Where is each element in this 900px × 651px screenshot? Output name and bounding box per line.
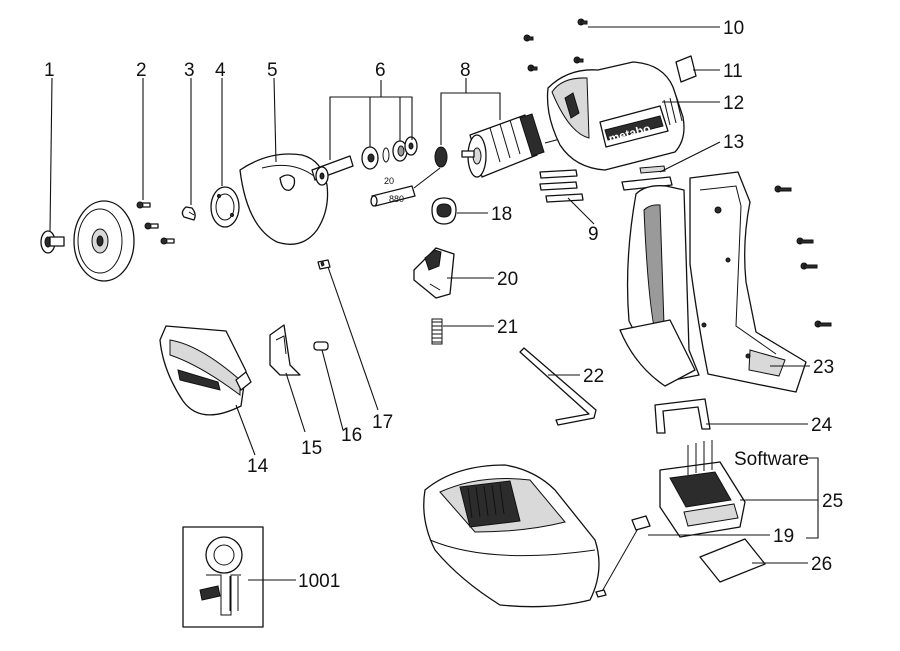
part-23-housing-right (689, 171, 807, 393)
leader-lines (49, 26, 819, 581)
callout-16: 16 (341, 425, 362, 446)
part-21-spring (431, 318, 443, 345)
marking-top: 20 (384, 176, 394, 186)
motor-housing-left (619, 185, 700, 387)
part-15-bracket (269, 324, 301, 376)
part-4-plate (210, 186, 240, 228)
part-2-screws (136, 201, 175, 245)
callout-8: 8 (460, 60, 471, 81)
part-1-flange-nut (40, 230, 65, 254)
callout-3: 3 (184, 60, 195, 81)
housing-screws (774, 185, 832, 328)
callout-20: 20 (497, 269, 518, 290)
part-19-wire-terminal (595, 515, 651, 598)
callout-1: 1 (44, 60, 55, 81)
part-12-gear-housing: metabo (546, 61, 685, 171)
callout-24: 24 (811, 415, 833, 436)
part-3-clip (181, 206, 196, 221)
part-11-label (675, 55, 697, 83)
callout-2: 2 (136, 60, 147, 81)
callout-12: 12 (723, 93, 744, 114)
software-label: Software (734, 449, 809, 470)
callout-22: 22 (583, 366, 604, 387)
callout-4: 4 (215, 60, 226, 81)
callout-25: 25 (822, 491, 843, 512)
part-9-strips (539, 169, 584, 203)
marking-bottom: 880 (389, 194, 404, 204)
callout-26: 26 (811, 554, 832, 575)
grinding-wheel (73, 200, 135, 282)
part-10-screws (523, 18, 588, 72)
part-26-sheet (699, 538, 766, 583)
part-13-strip (621, 165, 673, 191)
part-20-switch-slider (413, 247, 455, 299)
callout-10: 10 (723, 18, 744, 39)
callout-21: 21 (497, 317, 518, 338)
callout-labels: 1 2 3 4 5 6 8 9 10 11 12 13 14 15 16 17 … (44, 18, 843, 592)
callout-19: 19 (773, 526, 794, 547)
part-17-clip (317, 259, 331, 270)
part-25-electronics-module (659, 440, 746, 538)
callout-6: 6 (375, 60, 386, 81)
callout-14: 14 (247, 456, 269, 477)
battery-pack (423, 464, 600, 608)
motor-brush-holder: 20 880 (370, 146, 448, 207)
callout-17: 17 (372, 412, 393, 433)
callout-9: 9 (588, 224, 599, 245)
part-14-guard-cover (159, 325, 252, 416)
callout-18: 18 (491, 204, 512, 225)
callout-13: 13 (723, 132, 744, 153)
part-24-bracket (654, 398, 711, 434)
part-6-spindle-bearings (311, 136, 418, 186)
part-5-wheel-guard (239, 153, 329, 245)
part-22-hex-key (519, 347, 597, 426)
part-18-grommet (431, 197, 457, 225)
part-16-pin (313, 341, 329, 351)
callout-11: 11 (723, 61, 743, 82)
callout-23: 23 (813, 357, 834, 378)
callout-5: 5 (267, 60, 278, 81)
part-1001-inset (182, 526, 264, 628)
part-8-motor (461, 113, 576, 178)
callout-15: 15 (301, 438, 322, 459)
callout-1001: 1001 (298, 571, 340, 592)
